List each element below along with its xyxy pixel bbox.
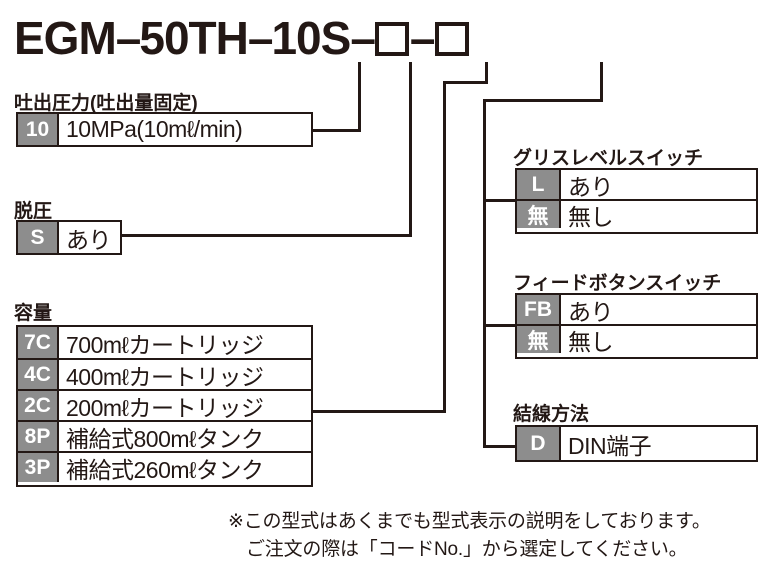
leader-right-spine-upper xyxy=(600,62,603,102)
table-discharge-pressure: 10 10MPa(10mℓ/min) xyxy=(16,112,313,147)
desc-cell: あり xyxy=(568,298,614,325)
model-dash-4: – xyxy=(409,12,436,64)
leader-wiring-stub xyxy=(483,445,515,448)
section-title-capacity: 容量 xyxy=(14,303,53,324)
code-cell: 4C xyxy=(18,360,59,389)
table-row: 2C 200mℓカートリッジ xyxy=(18,389,311,421)
model-dash-2: – xyxy=(247,12,274,64)
section-title-feed-button-switch: フィードボタンスイッチ xyxy=(513,273,722,294)
leader-capacity-vertical-lower xyxy=(443,81,446,413)
code-cell: 3P xyxy=(18,453,59,482)
desc-cell: 無し xyxy=(568,328,614,355)
table-row: 8P 補給式800mℓタンク xyxy=(18,420,311,452)
desc-cell: 10MPa(10mℓ/min) xyxy=(66,116,243,142)
code-cell: 無 xyxy=(517,326,561,353)
leader-right-spine-horizontal-top xyxy=(483,99,603,102)
section-title-discharge-pressure: 吐出圧力(吐出量固定) xyxy=(14,93,198,114)
table-row: 7C 700mℓカートリッジ xyxy=(18,327,311,358)
leader-capacity-horizontal-upper xyxy=(443,81,488,84)
footnote-line-1: ※この型式はあくまでも型式表示の説明をしております。 xyxy=(228,511,711,532)
leader-feed-stub xyxy=(483,324,515,327)
desc-cell: 無し xyxy=(568,203,614,230)
desc-cell: あり xyxy=(568,173,614,200)
footnote: ※この型式はあくまでも型式表示の説明をしております。 ご注文の際は「コードNo.… xyxy=(228,508,758,564)
leader-grease-stub xyxy=(483,199,515,202)
desc-cell: DIN端子 xyxy=(568,432,652,459)
model-blank-box-2 xyxy=(434,22,469,56)
table-pressure-release: S あり xyxy=(16,220,122,255)
leader-release-vertical xyxy=(409,62,412,237)
section-title-wiring-method: 結線方法 xyxy=(513,404,590,425)
leader-right-spine xyxy=(483,99,486,448)
table-capacity: 7C 700mℓカートリッジ 4C 400mℓカートリッジ 2C 200mℓカー… xyxy=(16,325,313,487)
table-row: 10 10MPa(10mℓ/min) xyxy=(18,114,311,145)
model-prefix: EGM xyxy=(14,12,117,64)
desc-cell: 700mℓカートリッジ xyxy=(66,331,264,358)
code-cell: 8P xyxy=(18,422,59,451)
section-title-grease-level-switch: グリスレベルスイッチ xyxy=(513,148,704,169)
table-grease-level-switch: L あり 無 無し xyxy=(515,168,758,234)
code-cell: FB xyxy=(517,295,561,324)
code-cell: 10 xyxy=(18,114,59,145)
model-part3: 10S xyxy=(271,12,351,64)
table-row: 3P 補給式260mℓタンク xyxy=(18,451,311,483)
table-row: S あり xyxy=(18,222,120,253)
code-cell: 無 xyxy=(517,201,561,228)
table-row: D DIN端子 xyxy=(517,427,756,460)
leader-pressure-horizontal xyxy=(313,129,361,132)
model-blank-box-1 xyxy=(374,22,409,56)
table-row: 無 無し xyxy=(517,324,756,355)
section-title-pressure-release: 脱圧 xyxy=(14,201,53,222)
desc-cell: 200mℓカートリッジ xyxy=(66,394,264,421)
model-part2: 50TH xyxy=(139,12,248,64)
code-cell: S xyxy=(18,222,59,253)
leader-pressure-vertical xyxy=(358,62,361,132)
leader-capacity-vertical-upper xyxy=(485,62,488,84)
code-cell: D xyxy=(517,427,561,460)
model-dash-3: – xyxy=(350,12,376,64)
table-row: 無 無し xyxy=(517,199,756,230)
desc-cell: 補給式260mℓタンク xyxy=(66,456,264,483)
table-row: L あり xyxy=(517,170,756,200)
table-row: 4C 400mℓカートリッジ xyxy=(18,358,311,390)
footnote-line-2: ご注文の際は「コードNo.」から選定してください。 xyxy=(246,539,688,560)
table-feed-button-switch: FB あり 無 無し xyxy=(515,293,758,359)
desc-cell: 補給式800mℓタンク xyxy=(66,425,264,452)
table-row: FB あり xyxy=(517,295,756,325)
table-wiring-method: D DIN端子 xyxy=(515,425,758,462)
model-number-heading: EGM–50TH–10S–– xyxy=(14,12,470,64)
code-cell: 7C xyxy=(18,327,59,358)
code-cell: 2C xyxy=(18,391,59,420)
model-dash-1: – xyxy=(115,12,142,64)
leader-capacity-horizontal-lower xyxy=(313,410,446,413)
code-cell: L xyxy=(517,170,561,199)
desc-cell: あり xyxy=(66,226,112,253)
leader-release-horizontal xyxy=(122,234,412,237)
desc-cell: 400mℓカートリッジ xyxy=(66,363,264,390)
